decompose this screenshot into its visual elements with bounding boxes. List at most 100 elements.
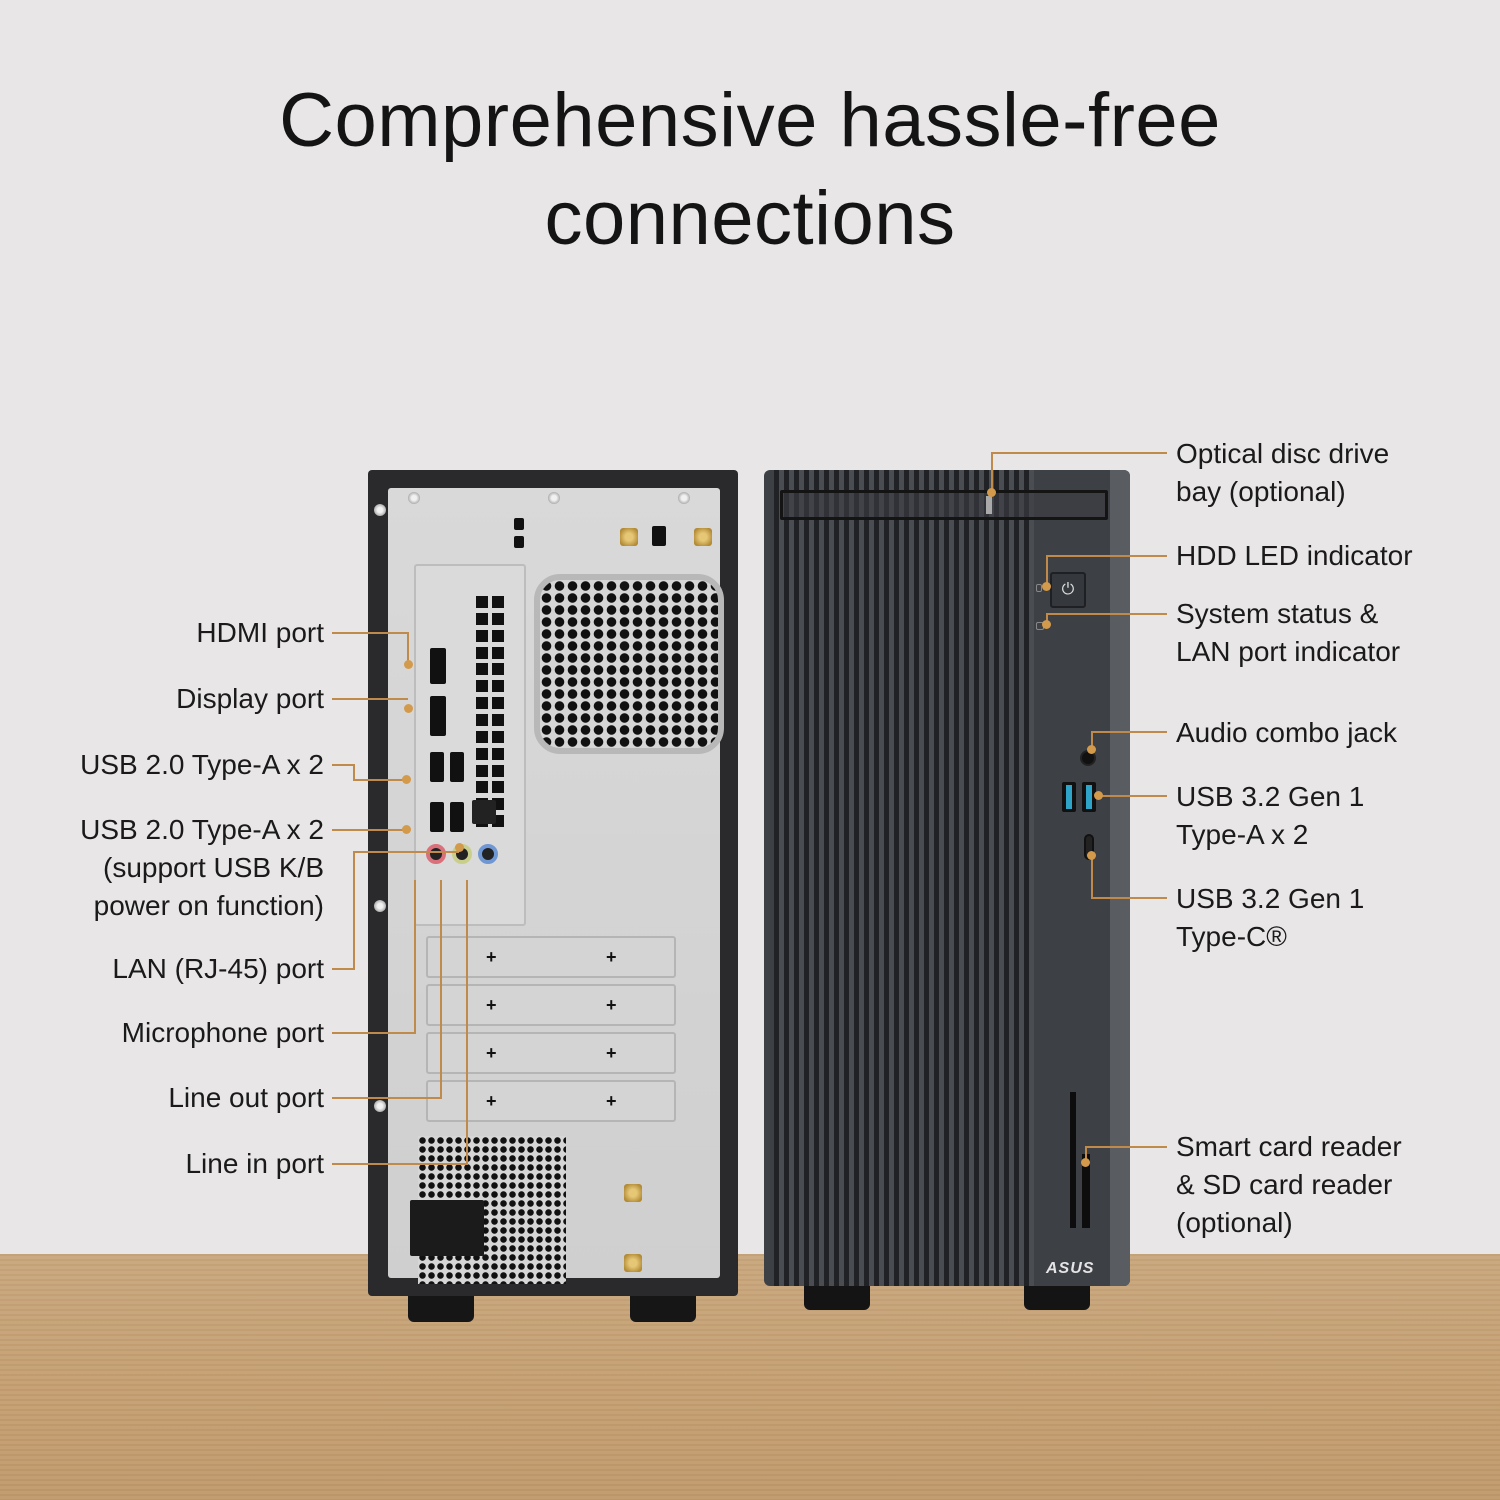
leader-line [407, 632, 409, 662]
label-display-port: Display port [176, 683, 324, 714]
expansion-slot: ++ [426, 1032, 676, 1074]
leader-line [332, 829, 404, 831]
page-title: Comprehensive hassle-free connections [0, 72, 1500, 268]
leader-line [466, 880, 468, 1165]
screw-icon [678, 492, 690, 504]
label-hdmi-port: HDMI port [196, 617, 324, 648]
leader-dot [1087, 851, 1096, 860]
sd-card-slot[interactable] [1082, 1154, 1090, 1228]
front-fins [774, 470, 1034, 1286]
knockout-icon [652, 526, 666, 546]
power-button[interactable]: ⏻ [1050, 572, 1086, 608]
label-usb2-type-a: USB 2.0 Type-A x 2 [80, 749, 324, 780]
antenna-connector-icon [624, 1254, 642, 1272]
leader-line [1046, 555, 1048, 585]
smart-card-slot[interactable] [1070, 1092, 1076, 1228]
power-socket-icon[interactable] [410, 1200, 484, 1256]
screw-icon [374, 504, 386, 516]
usb2-kb-port-icon[interactable] [450, 802, 464, 832]
leader-line [1091, 897, 1167, 899]
leader-line [332, 1032, 416, 1034]
expansion-slot: ++ [426, 1080, 676, 1122]
title-line-1: Comprehensive hassle-free [279, 78, 1221, 163]
label-usb32-type-a: USB 3.2 Gen 1 Type-A x 2 [1176, 781, 1365, 850]
displayport-icon[interactable] [430, 696, 446, 736]
leader-dot [455, 843, 464, 852]
leader-line [332, 1097, 442, 1099]
knockout-icon [514, 536, 524, 548]
case-foot [408, 1296, 474, 1322]
expansion-slot: ++ [426, 936, 676, 978]
usb3-port-icon[interactable] [1062, 782, 1076, 812]
leader-line [1046, 613, 1048, 625]
title-line-2: connections [544, 176, 956, 261]
case-foot [804, 1286, 870, 1310]
hdd-led-icon [1036, 584, 1042, 592]
leader-line [332, 968, 354, 970]
antenna-connector-icon [694, 528, 712, 546]
label-optical-disc-drive: Optical disc drive bay (optional) [1176, 438, 1390, 507]
line-in-jack-icon[interactable] [478, 844, 498, 864]
lan-port-icon[interactable] [472, 800, 496, 824]
antenna-connector-icon [620, 528, 638, 546]
leader-dot [402, 775, 411, 784]
front-edge [1110, 470, 1130, 1286]
optical-drive-bay[interactable] [780, 490, 1108, 520]
leader-dot [987, 488, 996, 497]
leader-line [1091, 731, 1093, 749]
leader-line [353, 851, 355, 970]
leader-dot [1087, 745, 1096, 754]
expansion-slot: ++ [426, 984, 676, 1026]
leader-line [1046, 555, 1167, 557]
antenna-connector-icon [624, 1184, 642, 1202]
case-foot [1024, 1286, 1090, 1310]
leader-dot [402, 825, 411, 834]
screw-icon [374, 1100, 386, 1112]
leader-line [414, 880, 416, 1034]
leader-line [332, 764, 354, 766]
leader-line [1046, 613, 1167, 615]
label-system-status-led: System status & LAN port indicator [1176, 598, 1401, 667]
label-usb32-type-c: USB 3.2 Gen 1 Type-C® [1176, 883, 1365, 952]
leader-line [991, 452, 1167, 454]
leader-line [353, 764, 355, 780]
leader-line [332, 632, 408, 634]
pc-front-panel: ⏻ ASUS [764, 470, 1130, 1286]
power-icon: ⏻ [1061, 581, 1075, 598]
leader-line [440, 880, 442, 1099]
leader-dot [1042, 582, 1051, 591]
leader-dot [404, 660, 413, 669]
label-hdd-led: HDD LED indicator [1176, 540, 1413, 571]
leader-line [332, 1163, 468, 1165]
leader-line [1091, 855, 1093, 898]
usb2-port-icon[interactable] [450, 752, 464, 782]
screw-icon [374, 900, 386, 912]
knockout-icon [514, 518, 524, 530]
label-card-reader: Smart card reader & SD card reader (opti… [1176, 1131, 1402, 1238]
leader-line [991, 452, 993, 492]
pc-rear-panel: ++ ++ ++ ++ [368, 470, 738, 1322]
label-line-out-port: Line out port [168, 1082, 324, 1113]
wooden-floor [0, 1254, 1500, 1500]
microphone-jack-icon[interactable] [426, 844, 446, 864]
io-vent-grid [476, 596, 506, 828]
eject-button[interactable] [986, 496, 992, 514]
fan-grille [534, 574, 724, 754]
label-line-in-port: Line in port [185, 1148, 324, 1179]
hdmi-port-icon[interactable] [430, 648, 446, 684]
leader-line [1085, 1146, 1167, 1148]
case-foot [630, 1296, 696, 1322]
label-usb2-type-a-kb: USB 2.0 Type-A x 2 (support USB K/B powe… [80, 814, 324, 921]
screw-icon [408, 492, 420, 504]
leader-line [1098, 795, 1167, 797]
leader-line [353, 851, 459, 853]
leader-dot [404, 704, 413, 713]
io-shield [414, 564, 526, 926]
leader-dot [1081, 1158, 1090, 1167]
asus-logo: ASUS [1046, 1260, 1095, 1277]
leader-line [353, 779, 405, 781]
usb2-kb-port-icon[interactable] [430, 802, 444, 832]
usb3-port-icon[interactable] [1082, 782, 1096, 812]
leader-line [1091, 731, 1167, 733]
usb2-port-icon[interactable] [430, 752, 444, 782]
